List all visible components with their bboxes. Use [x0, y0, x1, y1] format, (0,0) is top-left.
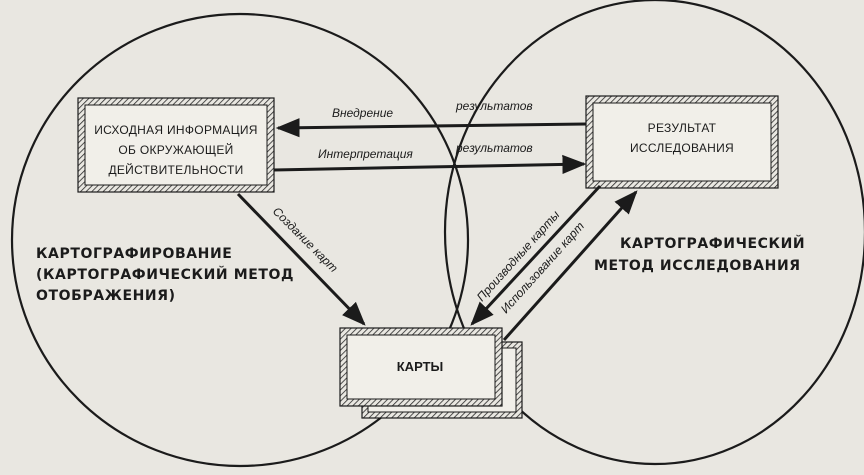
left-region-line-3: ОТОБРАЖЕНИЯ) — [36, 288, 176, 304]
implementation-label-1: Внедрение — [332, 106, 393, 120]
right-circle — [443, 0, 864, 466]
right-region-line-2: МЕТОД ИССЛЕДОВАНИЯ — [594, 258, 801, 274]
result-box-line-2: ИССЛЕДОВАНИЯ — [630, 141, 734, 155]
left-region-line-2: (КАРТОГРАФИЧЕСКИЙ МЕТОД — [36, 266, 294, 283]
left-region-label: КАРТОГРАФИРОВАНИЕ (КАРТОГРАФИЧЕСКИЙ МЕТО… — [36, 246, 294, 304]
implementation-label-2: результатов — [455, 99, 533, 113]
interpretation-label-2: результатов — [455, 141, 533, 155]
maps-box: КАРТЫ — [339, 327, 523, 419]
map-creation-arrow — [236, 192, 366, 326]
source-information-box: ИСХОДНАЯ ИНФОРМАЦИЯ ОБ ОКРУЖАЮЩЕЙ ДЕЙСТВ… — [77, 97, 275, 193]
research-result-box: РЕЗУЛЬТАТ ИССЛЕДОВАНИЯ — [585, 95, 779, 189]
left-region-line-1: КАРТОГРАФИРОВАНИЕ — [36, 246, 232, 262]
derived-maps-arrow — [470, 184, 602, 326]
interpretation-label-1: Интерпретация — [318, 147, 413, 161]
source-box-line-1: ИСХОДНАЯ ИНФОРМАЦИЯ — [94, 123, 258, 137]
source-box-line-2: ОБ ОКРУЖАЮЩЕЙ — [118, 142, 233, 157]
right-region-line-1: КАРТОГРАФИЧЕСКИЙ — [620, 235, 805, 252]
left-circle — [10, 12, 470, 468]
source-box-line-3: ДЕЙСТВИТЕЛЬНОСТИ — [108, 162, 243, 177]
implementation-arrow — [275, 118, 587, 138]
right-region-label: КАРТОГРАФИЧЕСКИЙ МЕТОД ИССЛЕДОВАНИЯ — [594, 235, 805, 274]
result-box-line-1: РЕЗУЛЬТАТ — [648, 121, 717, 135]
maps-box-label: КАРТЫ — [397, 359, 444, 374]
map-use-arrow — [502, 190, 638, 341]
interpretation-arrow — [273, 154, 587, 175]
